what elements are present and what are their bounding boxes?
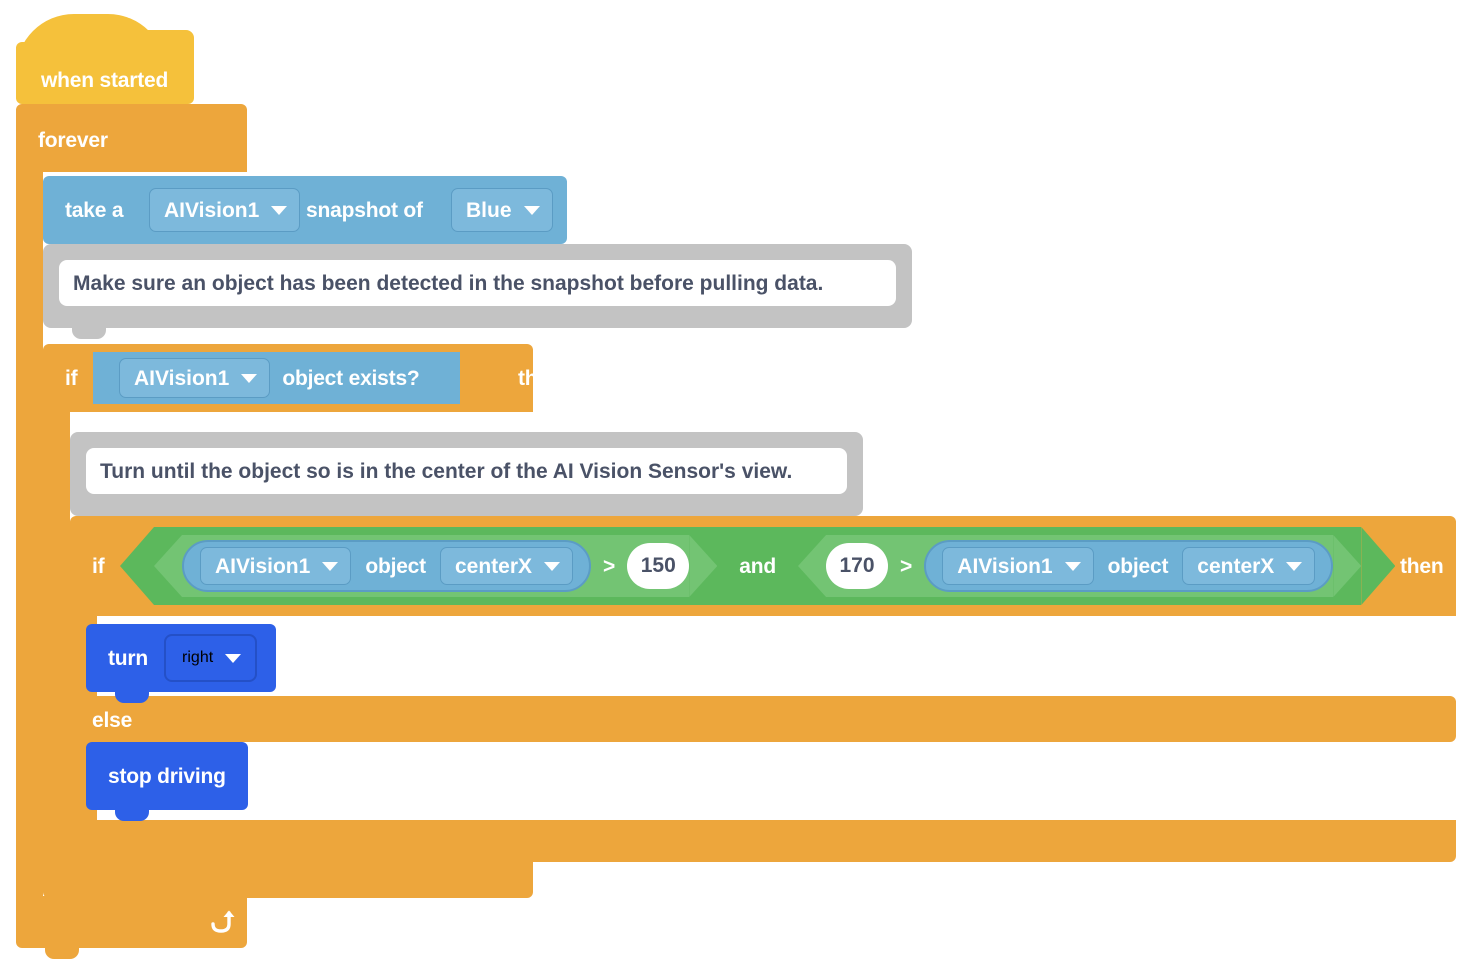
if-object-exists-header[interactable]: if AIVision1 object exists? then [43,344,562,412]
exists-device-value: AIVision1 [134,366,230,390]
object-exists-boolean[interactable]: AIVision1 object exists? [93,352,460,404]
stop-driving-block[interactable]: stop driving [86,742,248,810]
gt-left-body: AIVision1 object centerX > 150 [182,535,690,597]
stop-driving-bottom-notch [115,810,149,821]
turn-direction-dropdown[interactable]: right [164,634,258,682]
left-property-dropdown[interactable]: centerX [439,547,574,585]
when-started-block[interactable]: when started [16,14,194,104]
comment-block-2[interactable]: Turn until the object so is in the cente… [70,432,863,516]
snapshot-color-value: Blue [466,198,512,222]
hex-right-cap [433,352,460,404]
stop-driving-label: stop driving [108,764,226,788]
right-device-dropdown[interactable]: AIVision1 [942,547,1094,585]
forever-left-spine [16,170,43,898]
gt-right-left-cap [798,535,827,597]
right-property-value: centerX [1197,554,1275,578]
and-left-cap [120,527,154,605]
snapshot-device-dropdown[interactable]: AIVision1 [149,188,301,232]
chevron-down-icon [241,373,258,383]
chevron-down-icon [1064,561,1081,571]
if-1-label: if [65,367,78,390]
if-1-bottom-notch [72,898,106,909]
greater-than-operator-right[interactable]: 170 > AIVision1 object centerX [798,535,1362,597]
hat-body [16,42,194,104]
ai-vision-object-reporter-left[interactable]: AIVision1 object centerX [182,540,592,592]
and-operator-block[interactable]: AIVision1 object centerX > 150 and [120,527,1396,605]
left-device-dropdown[interactable]: AIVision1 [200,547,352,585]
exists-device-dropdown[interactable]: AIVision1 [119,358,271,398]
turn-bottom-notch [115,692,149,703]
comment-1-text-box[interactable]: Make sure an object has been detected in… [59,260,896,306]
chevron-down-icon [322,561,339,571]
then-2-label: then [1400,555,1444,578]
loop-arrow-icon [211,910,235,933]
gt-right-body: 170 > AIVision1 object centerX [826,535,1334,597]
else-label: else [92,709,133,732]
snapshot-color-dropdown[interactable]: Blue [451,188,553,232]
right-comparison-operator: > [900,554,913,578]
then-1-label: then [518,367,562,390]
chevron-down-icon [523,205,540,215]
left-comparison-operator: > [603,554,616,578]
left-threshold-value[interactable]: 150 [627,543,690,589]
turn-direction-value: right [182,649,214,666]
if-2-else-bar: else [70,696,1456,742]
right-threshold-value[interactable]: 170 [826,543,889,589]
right-object-label: object [1107,554,1169,578]
if-center-header[interactable]: if AIVision1 object centerX [70,516,1456,616]
forever-block-header[interactable]: forever [16,104,247,172]
take-a-label: take a [65,199,124,222]
chevron-down-icon [1286,561,1303,571]
and-right-cap [1361,527,1396,605]
right-device-value: AIVision1 [957,554,1053,578]
snapshot-device-value: AIVision1 [164,198,260,222]
if-1-left-spine [43,410,70,858]
when-started-label: when started [41,69,169,92]
hex-left-cap [93,352,119,404]
comment-1-text: Make sure an object has been detected in… [73,271,824,295]
chevron-down-icon [225,653,242,663]
if-2-footer [70,820,1456,862]
turn-label: turn [108,646,149,670]
comment-2-text-box[interactable]: Turn until the object so is in the cente… [86,448,847,494]
left-object-label: object [365,554,426,578]
turn-block[interactable]: turn right [86,624,276,692]
chevron-down-icon [271,205,288,215]
gt-right-right-cap [1333,535,1362,597]
and-label: and [739,554,777,578]
left-device-value: AIVision1 [215,554,311,578]
take-snapshot-block[interactable]: take a AIVision1 snapshot of Blue [43,176,567,244]
forever-block-footer [16,896,247,948]
if-2-bottom-notch [99,862,133,873]
comment-block-1[interactable]: Make sure an object has been detected in… [43,244,912,328]
object-exists-label: object exists? [282,366,420,390]
snapshot-of-label: snapshot of [306,199,423,222]
comment-2-text: Turn until the object so is in the cente… [100,459,793,483]
forever-label: forever [38,129,108,152]
gt-left-cap [154,535,182,597]
if-2-label: if [92,555,105,578]
gt-left-right-cap [689,535,718,597]
greater-than-operator-left[interactable]: AIVision1 object centerX > 150 [154,535,718,597]
hex-body: AIVision1 object exists? [119,352,434,404]
ai-vision-object-reporter-right[interactable]: AIVision1 object centerX [924,540,1334,592]
chevron-down-icon [544,561,561,571]
left-property-value: centerX [454,554,533,578]
forever-bottom-notch [45,948,79,959]
and-body: AIVision1 object centerX > 150 and [154,527,1362,605]
comment-1-bottom-notch [72,328,106,339]
right-property-dropdown[interactable]: centerX [1182,547,1316,585]
